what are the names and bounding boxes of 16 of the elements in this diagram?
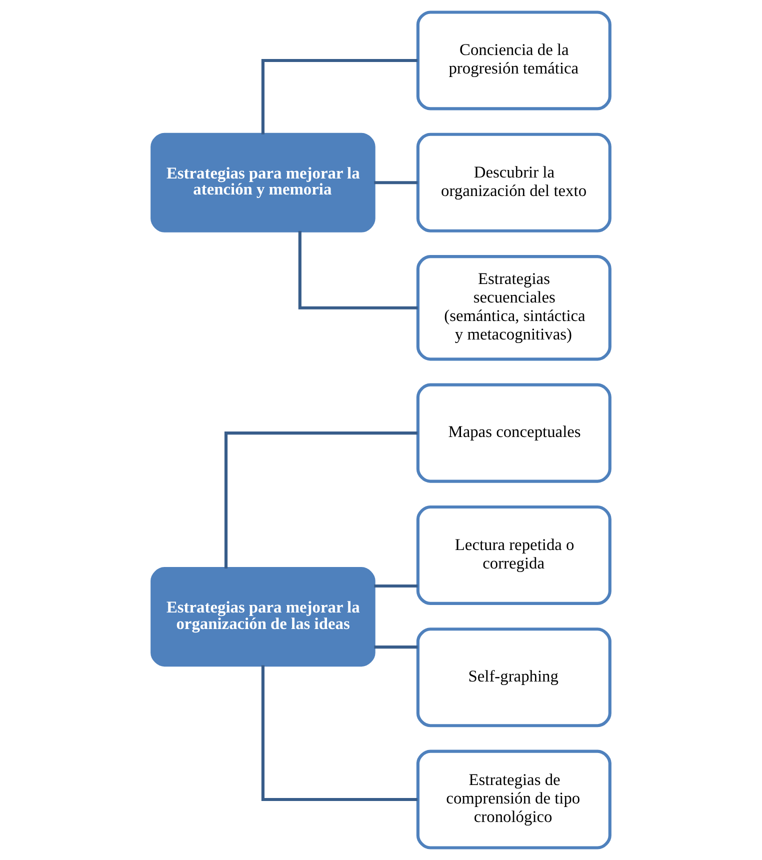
node-box: Descubrir la organización del texto xyxy=(416,132,612,232)
connector xyxy=(224,432,418,569)
node-box: Self-graphing xyxy=(416,628,612,728)
node-box: Mapas conceptuales xyxy=(416,383,612,483)
connector xyxy=(261,665,418,802)
node-box: Estrategias para mejorar la organización de las ideas xyxy=(150,567,376,667)
node-box: Estrategias para mejorar la atención y memoria xyxy=(150,132,376,232)
node-box: Conciencia de la progresión temática xyxy=(416,10,612,110)
node-box: Estrategias de comprensión de tipo cronológico xyxy=(416,750,612,850)
connector xyxy=(374,584,418,588)
connector xyxy=(261,58,418,134)
connector xyxy=(298,231,418,310)
connector xyxy=(374,646,418,649)
node-box: Lectura repetida o corregida xyxy=(416,505,612,605)
connector xyxy=(374,181,418,184)
node-box: Estrategias secuenciales (semántica, sintáctica y metacognitivas) xyxy=(416,255,612,361)
